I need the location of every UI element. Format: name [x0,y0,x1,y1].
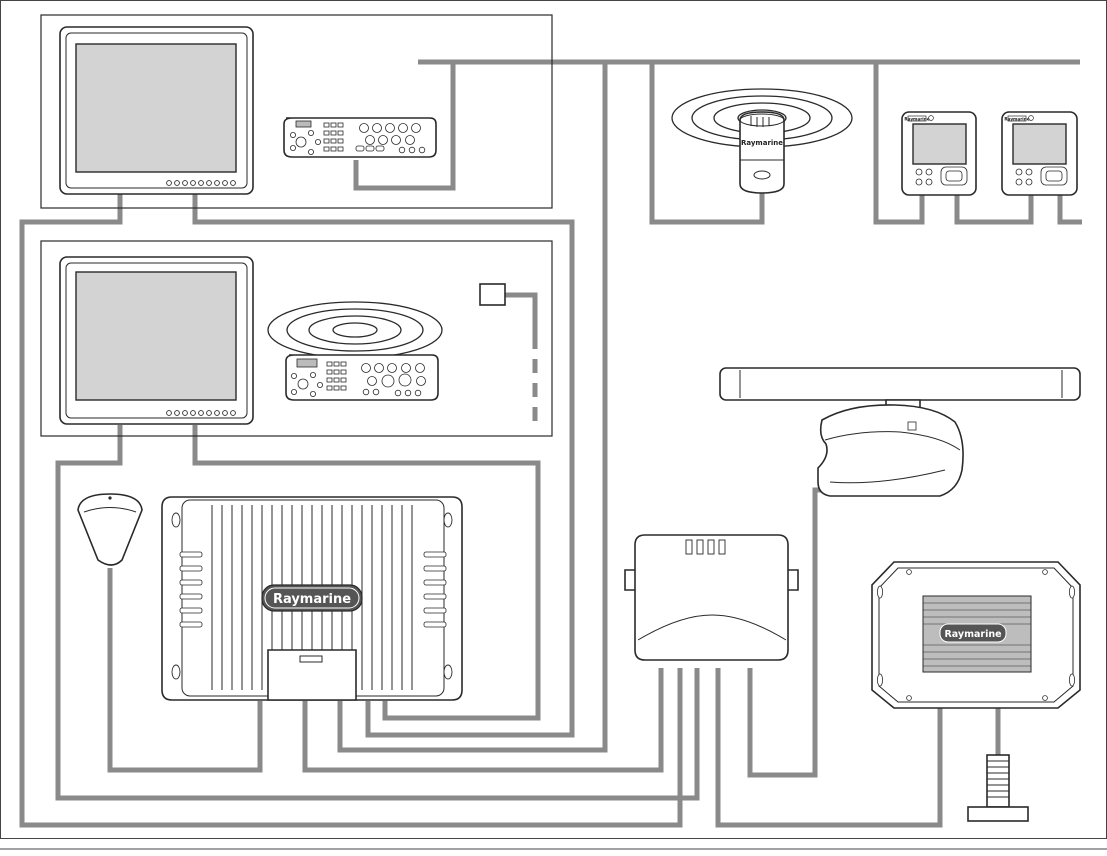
instrument-1-brand-label: Raymarine [904,117,929,122]
instrument-2-brand-label: Raymarine [1004,117,1029,122]
through-hull-transducer[interactable] [968,755,1028,821]
processor-brand-label: Raymarine [273,592,351,607]
instrument-out-cable [1060,195,1082,222]
wireless-signal-icon [268,302,442,358]
instrument-display-1[interactable]: Raymarine [902,112,976,195]
keypad-controller-1[interactable] [284,118,436,157]
display-2-buttons [167,411,236,416]
instrument-display-2[interactable]: Raymarine [1002,112,1077,195]
sonar-brand-label: Raymarine [944,629,1001,640]
wireless-keypad-controller[interactable] [268,302,442,400]
network-switch[interactable] [625,535,798,660]
multifunction-display-2[interactable] [60,257,253,424]
display-1-buttons [167,181,236,186]
alarm-box[interactable] [480,284,505,305]
alarm-wire [505,295,535,335]
black-box-processor[interactable]: Raymarine [162,497,462,700]
gps-antenna[interactable] [78,494,142,565]
keypad-2-screen [297,359,317,367]
ais-brand-label: Raymarine [741,139,783,147]
keypad-1-screen [296,121,311,127]
open-array-radar-scanner[interactable] [720,368,1080,496]
ais-transceiver[interactable]: Raymarine [672,89,852,193]
multifunction-display-1[interactable] [60,27,253,194]
instrument-link-cable [957,195,1031,222]
sonar-module[interactable]: Raymarine [872,562,1080,708]
